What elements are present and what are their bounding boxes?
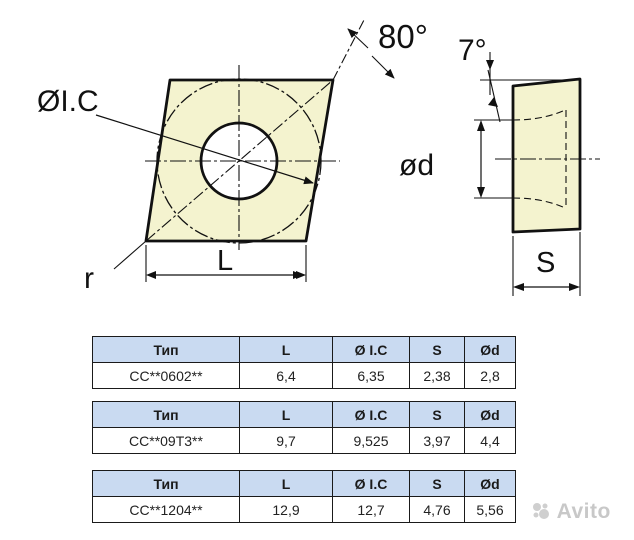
- table-header-row: Тип L Ø I.C S Ød: [92, 470, 516, 497]
- header-length: L: [239, 470, 333, 497]
- header-hole-diameter: Ød: [464, 336, 516, 363]
- watermark: Avito: [531, 500, 611, 524]
- ic-diameter-label: ØI.C: [37, 85, 99, 118]
- hole-diameter-label: ød: [399, 149, 434, 182]
- cell-ic: 9,525: [332, 427, 410, 454]
- ic-diameter-line: [95, 114, 314, 185]
- spec-table-09t3: Тип L Ø I.C S Ød CC**09T3** 9,7 9,525 3,…: [92, 401, 516, 454]
- cell-type: CC**0602**: [92, 362, 240, 389]
- cell-hole-diameter: 4,4: [464, 427, 516, 454]
- table-row: CC**09T3** 9,7 9,525 3,97 4,4: [92, 427, 516, 454]
- cell-thickness: 3,97: [409, 427, 465, 454]
- angle-7-arrow-bottom: [488, 97, 498, 107]
- cell-type: CC**09T3**: [92, 427, 240, 454]
- angle-arrow-lower: [371, 55, 395, 79]
- table-header-row: Тип L Ø I.C S Ød: [92, 401, 516, 428]
- hole-diameter-dimension: ød: [399, 119, 513, 199]
- cell-hole-diameter: 2,8: [464, 362, 516, 389]
- cell-length: 9,7: [239, 427, 333, 454]
- length-dimension: L: [145, 245, 307, 282]
- cell-length: 6,4: [239, 362, 333, 389]
- header-thickness: S: [409, 470, 465, 497]
- header-type: Тип: [92, 336, 240, 363]
- cell-ic: 6,35: [332, 362, 410, 389]
- header-ic: Ø I.C: [332, 470, 410, 497]
- header-length: L: [239, 401, 333, 428]
- angle-7-annotation: 7°: [458, 34, 580, 123]
- side-view-hidden-hole-bottom: [512, 197, 566, 209]
- insert-top-view: [95, 65, 340, 250]
- watermark-text: Avito: [556, 500, 611, 523]
- header-length: L: [239, 336, 333, 363]
- cell-thickness: 2,38: [409, 362, 465, 389]
- angle-80-label: 80°: [378, 18, 428, 55]
- radius-label: r: [84, 262, 94, 295]
- rhombus-diagonal: [145, 79, 334, 242]
- thickness-label: S: [536, 247, 555, 279]
- angle-80-annotation: 80°: [332, 17, 428, 81]
- header-ic: Ø I.C: [332, 401, 410, 428]
- header-thickness: S: [409, 336, 465, 363]
- header-thickness: S: [409, 401, 465, 428]
- cell-length: 12,9: [239, 496, 333, 523]
- cell-ic: 12,7: [332, 496, 410, 523]
- header-ic: Ø I.C: [332, 336, 410, 363]
- cell-type: CC**1204**: [92, 496, 240, 523]
- spec-table-1204: Тип L Ø I.C S Ød CC**1204** 12,9 12,7 4,…: [92, 470, 516, 523]
- angle-arrow-upper: [347, 28, 369, 49]
- angle-7-arrow-top: [486, 60, 494, 70]
- insert-drawing: 80° ØI.C r L 7°: [37, 17, 600, 296]
- spec-table-0602: Тип L Ø I.C S Ød CC**0602** 6,4 6,35 2,3…: [92, 336, 516, 389]
- angle-7-ray: [487, 69, 501, 123]
- table-row: CC**0602** 6,4 6,35 2,38 2,8: [92, 362, 516, 389]
- header-hole-diameter: Ød: [464, 470, 516, 497]
- angle-7-label: 7°: [458, 34, 487, 67]
- angle-extension-line: [332, 17, 366, 81]
- side-view-body: [511, 77, 582, 234]
- side-view-hidden-hole-top: [512, 109, 566, 121]
- table-header-row: Тип L Ø I.C S Ød: [92, 336, 516, 363]
- table-row: CC**1204** 12,9 12,7 4,76 5,56: [92, 496, 516, 523]
- avito-logo-icon: [533, 503, 549, 519]
- header-hole-diameter: Ød: [464, 401, 516, 428]
- insert-side-view: [495, 77, 600, 234]
- length-label: L: [217, 245, 233, 277]
- cell-thickness: 4,76: [409, 496, 465, 523]
- cell-hole-diameter: 5,56: [464, 496, 516, 523]
- header-type: Тип: [92, 470, 240, 497]
- header-type: Тип: [92, 401, 240, 428]
- thickness-dimension: S: [512, 232, 581, 296]
- radius-annotation: r: [84, 240, 147, 295]
- radius-leader-line: [113, 240, 147, 270]
